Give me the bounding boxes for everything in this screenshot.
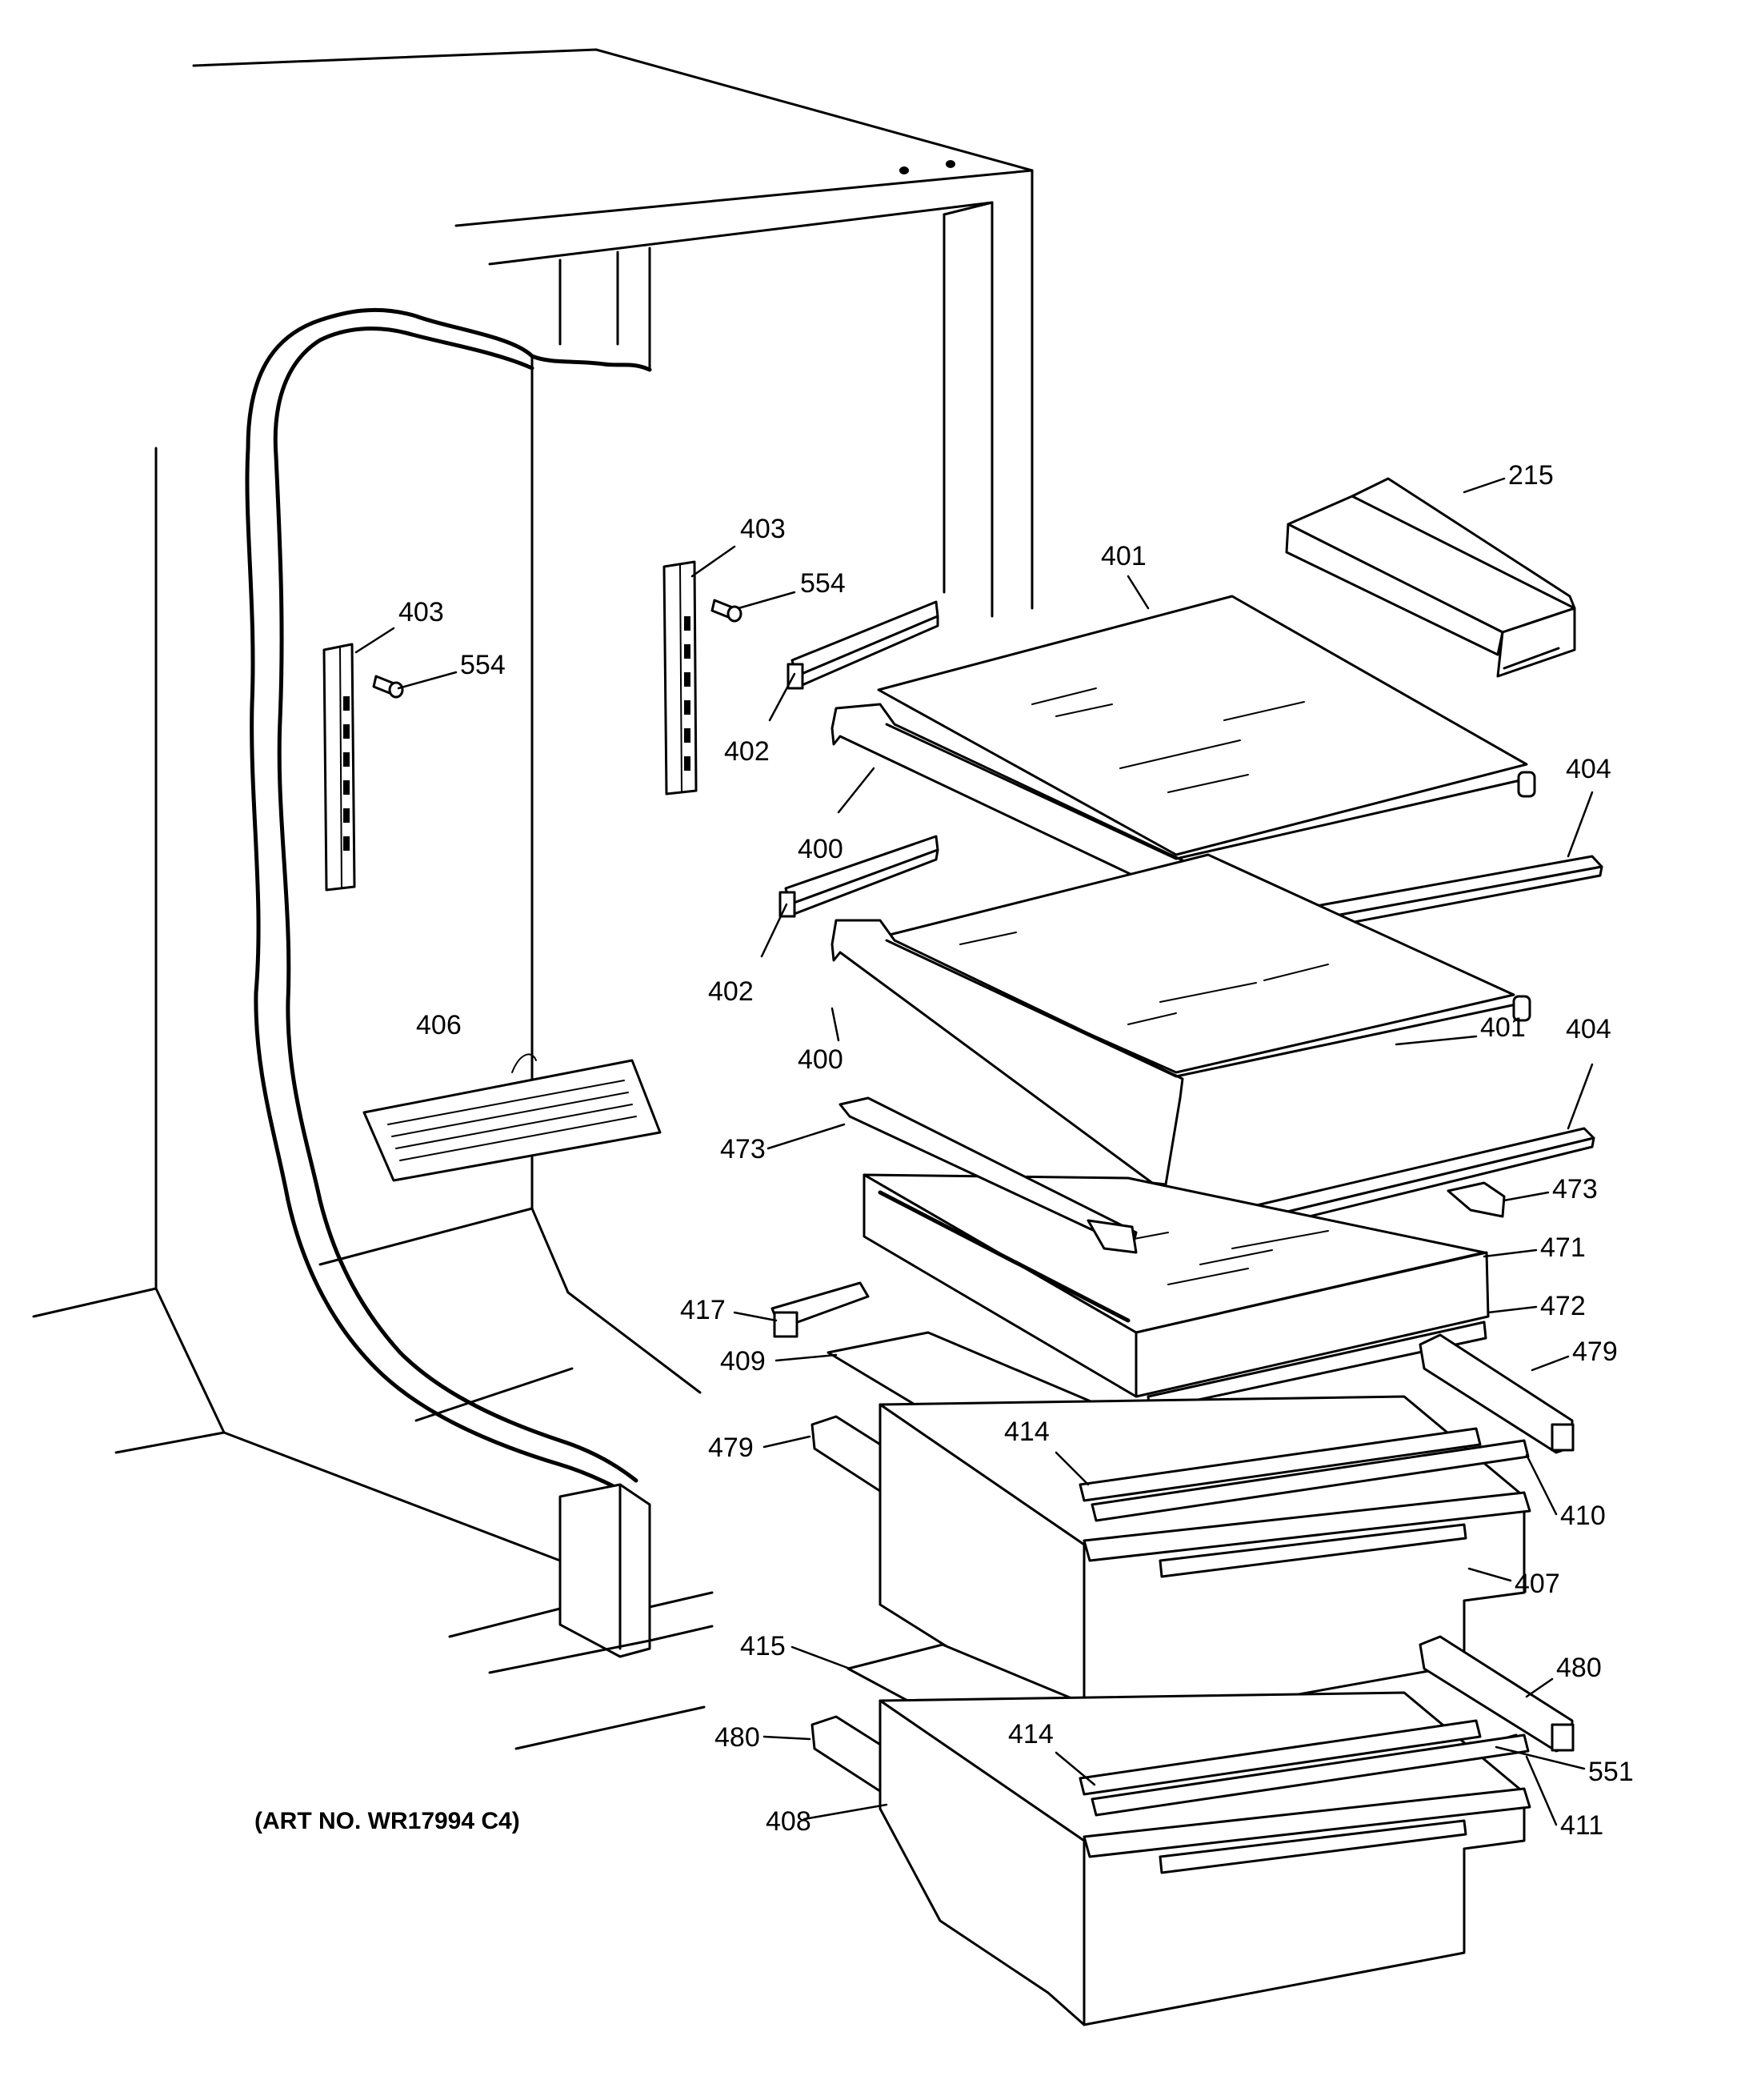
callout-473-left: 473 — [720, 1134, 766, 1164]
slide-480-right — [1419, 1635, 1575, 1753]
shelf-ladder-left — [322, 643, 356, 892]
art-number: (ART NO. WR17994 C4) — [254, 1808, 520, 1834]
callout-480-right: 480 — [1556, 1653, 1602, 1683]
callout-480-left: 480 — [714, 1722, 760, 1753]
callout-403-left: 403 — [398, 597, 444, 627]
shelf-frame-400-lower — [830, 919, 1531, 1186]
grille-406 — [362, 1053, 662, 1182]
callout-411: 411 — [1560, 1810, 1603, 1841]
rail-417 — [770, 1281, 870, 1338]
callout-554-left: 554 — [460, 650, 506, 680]
callout-407: 407 — [1515, 1569, 1560, 1599]
divider-410 — [1079, 1427, 1530, 1522]
shelf-ladder-center — [662, 560, 698, 796]
rail-473-right — [1447, 1181, 1506, 1218]
screw-554-left — [372, 675, 404, 699]
callout-402-lower: 402 — [708, 976, 754, 1007]
callout-408: 408 — [766, 1806, 811, 1837]
callout-554-center: 554 — [800, 568, 846, 599]
callout-leaders — [354, 477, 1594, 1826]
callout-402-upper: 402 — [724, 736, 770, 767]
callout-415: 415 — [740, 1631, 786, 1661]
callout-401-lower: 401 — [1480, 1012, 1526, 1043]
callout-551: 551 — [1588, 1757, 1634, 1787]
screw-554-center — [710, 599, 742, 623]
callout-400-lower: 400 — [798, 1044, 843, 1075]
dairy-bin-215 — [1285, 477, 1576, 678]
divider-411 — [1079, 1719, 1530, 1817]
callout-479-left: 479 — [708, 1433, 754, 1463]
callout-215: 215 — [1508, 460, 1554, 491]
callout-404-upper: 404 — [1566, 754, 1611, 784]
shelf-support-402-upper — [786, 600, 939, 690]
callout-472: 472 — [1540, 1291, 1586, 1321]
callout-labels: 215 401 403 554 403 554 402 400 404 402 … — [398, 460, 1634, 1841]
refrigerator-cabinet — [32, 48, 1034, 1750]
callout-409: 409 — [720, 1346, 766, 1377]
callout-401-upper: 401 — [1101, 541, 1147, 571]
callout-414-lower: 414 — [1008, 1719, 1054, 1749]
rail-473-left — [838, 1096, 1138, 1254]
crisper-pan-cover — [862, 1173, 1490, 1412]
shelf-support-402-lower — [778, 835, 939, 918]
callout-473-right: 473 — [1552, 1174, 1598, 1204]
callout-414-upper: 414 — [1004, 1417, 1050, 1447]
callout-403-center: 403 — [740, 514, 786, 544]
callout-479-right: 479 — [1572, 1337, 1618, 1367]
callout-400-upper: 400 — [798, 834, 843, 864]
callout-471: 471 — [1540, 1232, 1586, 1263]
callout-417: 417 — [680, 1295, 726, 1325]
callout-406: 406 — [416, 1010, 462, 1040]
glass-shelf-401-upper — [877, 595, 1528, 856]
callout-410: 410 — [1560, 1501, 1606, 1531]
callout-404-lower: 404 — [1566, 1014, 1611, 1044]
slide-479-right — [1419, 1333, 1575, 1454]
